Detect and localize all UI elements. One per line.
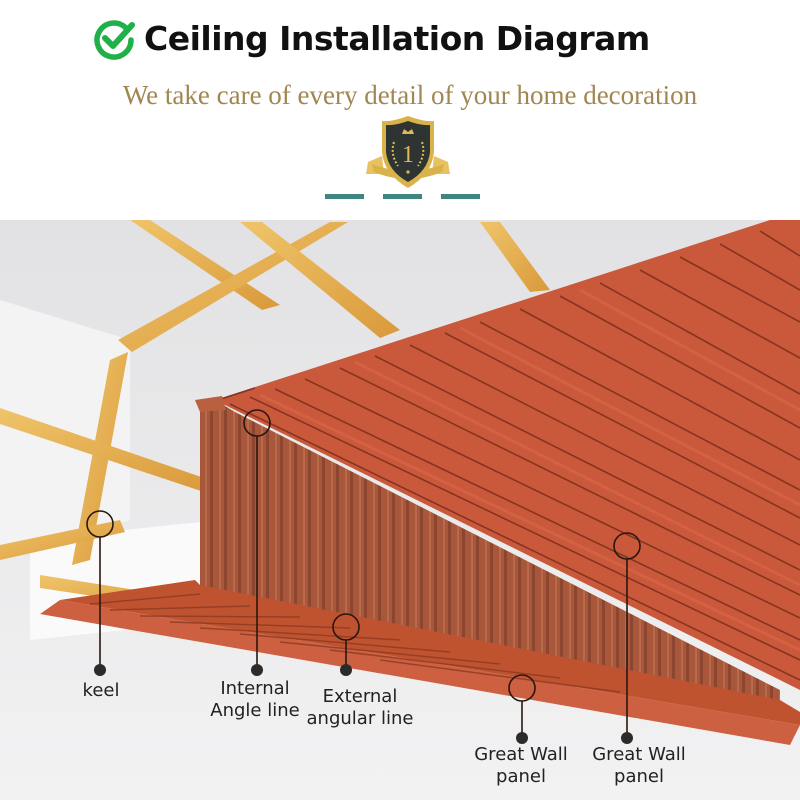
ceiling-installation-illustration: keel Internal Angle line External angula… [0,220,800,800]
callout-label-great-wall-panel-upper: Great Wall panel [592,744,686,787]
illustration-drawing [0,220,800,800]
divider-dash [441,194,480,199]
badge-rank: 1 [402,142,414,168]
page-title: Ceiling Installation Diagram [144,18,650,58]
header: Ceiling Installation Diagram We take car… [0,0,800,220]
title-row: Ceiling Installation Diagram [92,16,650,60]
callout-label-great-wall-panel-lower: Great Wall panel [474,744,568,787]
divider-dash [325,194,364,199]
divider-dash [383,194,422,199]
check-circle-icon [94,20,135,60]
divider-dashes [325,194,480,199]
callout-label-internal-angle-line: Internal Angle line [210,678,300,721]
shield-rank-icon: 1 [366,116,450,188]
callout-label-keel: keel [82,680,120,701]
callout-label-external-angular-line: External angular line [306,686,414,729]
callout-markers [86,409,641,737]
subtitle: We take care of every detail of your hom… [122,80,698,110]
callout-dots [94,664,633,744]
